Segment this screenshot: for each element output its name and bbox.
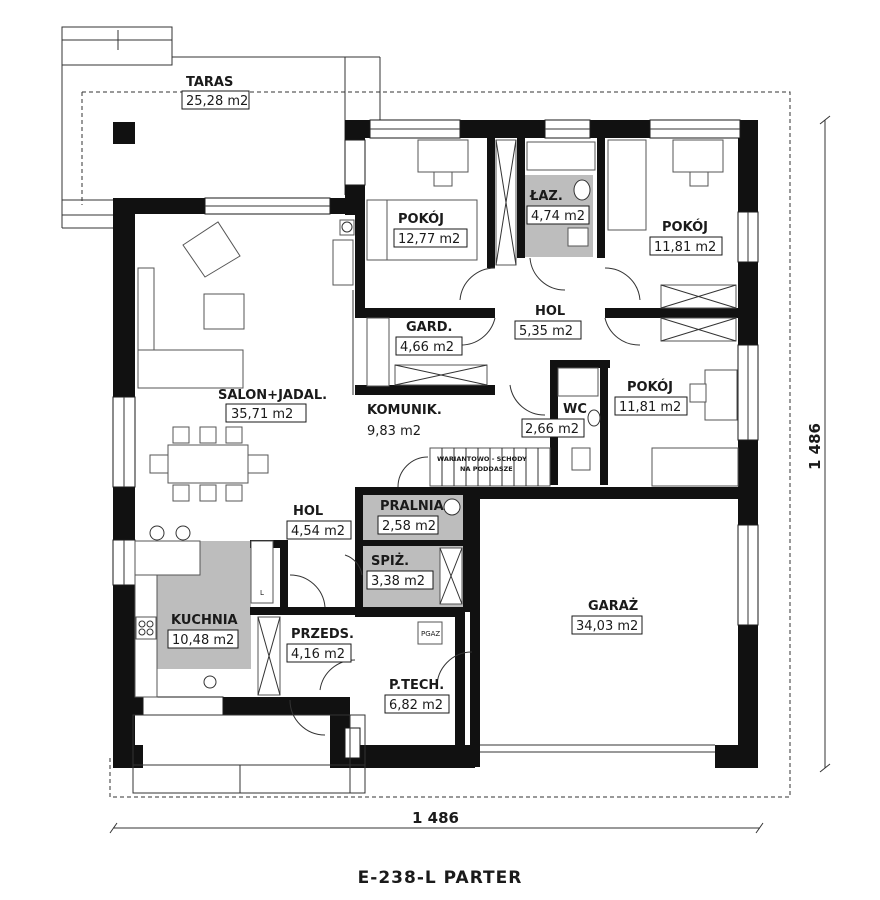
bathroom-fixtures: [526, 141, 601, 471]
terrace-pergola: [61, 26, 381, 229]
label-wc-name: WC: [563, 402, 587, 417]
garage-door: [480, 744, 715, 753]
entry-canopy: [132, 714, 366, 794]
room-labels: TARAS 25,28 m2 POKÓJ 12,77 m2 ŁAZ. 4,74 …: [167, 75, 723, 714]
label-wc-area: 2,66 m2: [525, 422, 579, 437]
windows: [112, 119, 759, 759]
label-ptech-name: P.TECH.: [389, 678, 444, 693]
label-przeds-name: PRZEDS.: [291, 627, 354, 642]
dimension-height: 1 486: [806, 423, 824, 470]
label-laz-name: ŁAZ.: [529, 189, 563, 204]
plan-caption: E-238-L PARTER: [357, 868, 523, 888]
label-garaz-area: 34,03 m2: [576, 619, 638, 634]
label-kuchnia-name: KUCHNIA: [171, 613, 238, 628]
living-furniture: [137, 219, 355, 502]
label-pokoj3-name: POKÓJ: [627, 379, 673, 395]
label-pokoj3-area: 11,81 m2: [619, 400, 681, 415]
stairs-note-line2: NA PODDASZE: [460, 465, 513, 473]
fixture-pgaz: PGAZ: [421, 630, 440, 638]
label-garaz-name: GARAŻ: [588, 598, 638, 614]
label-hol2-area: 4,54 m2: [291, 524, 345, 539]
label-salon-name: SALON+JADAL.: [218, 388, 327, 403]
label-pokoj1-name: POKÓJ: [398, 211, 444, 227]
door-swings: [289, 257, 641, 736]
label-kuchnia-area: 10,48 m2: [172, 633, 234, 648]
label-hol1-area: 5,35 m2: [519, 324, 573, 339]
stairs-note-line1: WARIANTOWO - SCHODY: [437, 455, 527, 463]
pantry-shelves: [257, 498, 463, 696]
label-hol2-name: HOL: [293, 504, 323, 519]
label-komunik-name: KOMUNIK.: [367, 403, 442, 418]
label-pokoj1-area: 12,77 m2: [398, 232, 460, 247]
label-komunik-area: 9,83 m2: [367, 424, 421, 439]
stairs: [429, 447, 551, 487]
label-ptech-area: 6,82 m2: [389, 698, 443, 713]
label-gard-name: GARD.: [406, 320, 452, 335]
label-spiz-area: 3,38 m2: [371, 574, 425, 589]
label-pralnia-area: 2,58 m2: [382, 519, 436, 534]
label-gard-area: 4,66 m2: [400, 340, 454, 355]
bedroom-furniture: [366, 139, 739, 487]
label-laz-area: 4,74 m2: [531, 209, 585, 224]
label-pokoj2-name: POKÓJ: [662, 219, 708, 235]
dimension-lines: 1 486 1 486: [109, 115, 831, 834]
label-spiz-name: SPIŻ.: [371, 553, 409, 569]
label-pralnia-name: PRALNIA: [380, 499, 444, 514]
label-przeds-area: 4,16 m2: [291, 647, 345, 662]
label-salon-area: 35,71 m2: [231, 407, 293, 422]
dimension-width: 1 486: [412, 809, 459, 827]
label-pokoj2-area: 11,81 m2: [654, 240, 716, 255]
fixture-l: L: [260, 589, 264, 597]
kitchen-counters: [134, 525, 274, 698]
label-hol1-name: HOL: [535, 304, 565, 319]
label-taras-area: 25,28 m2: [186, 94, 248, 109]
label-taras-name: TARAS: [186, 75, 233, 90]
